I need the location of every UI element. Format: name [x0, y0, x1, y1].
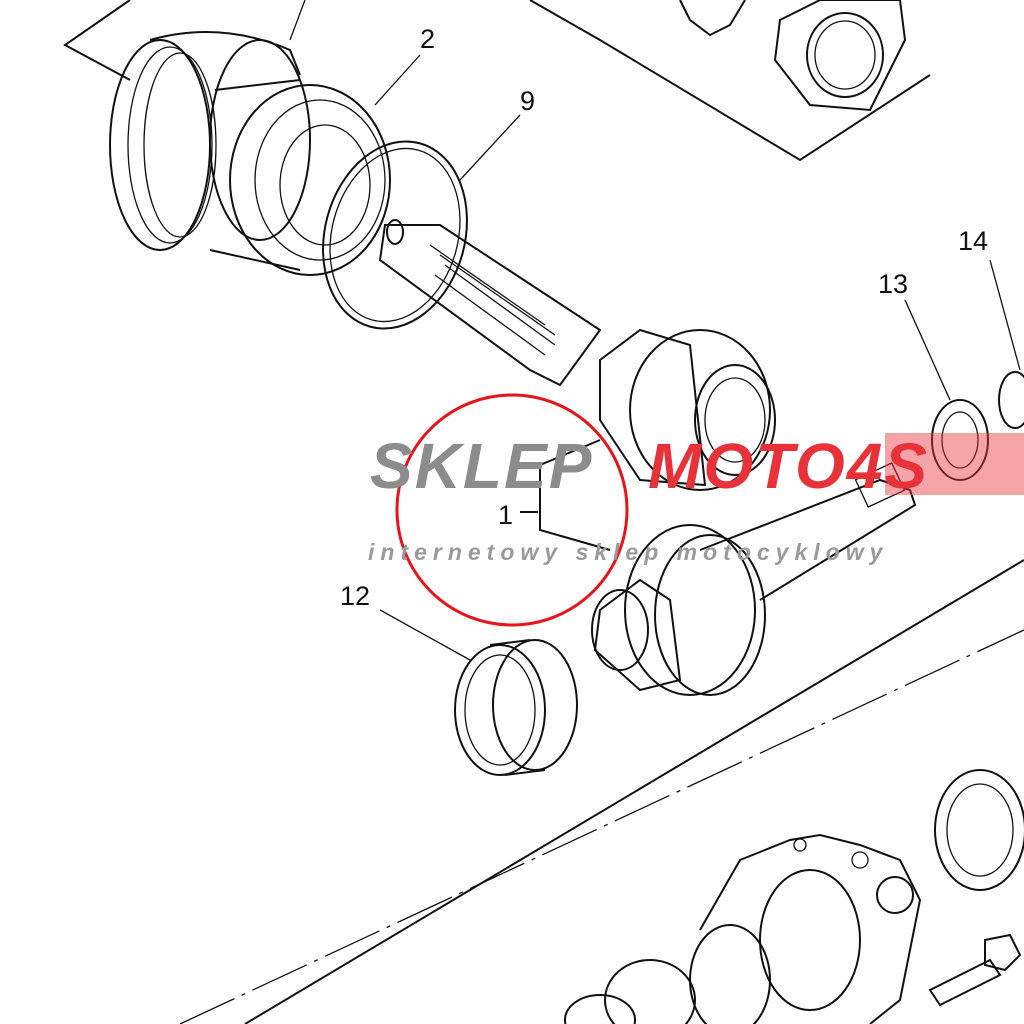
watermark-brand-moto4s: MOTO4S: [648, 430, 929, 502]
part-1-bracket: [520, 439, 611, 551]
pinion-gear: [599, 328, 776, 491]
callout-1: 1: [498, 500, 513, 530]
callout-2: 2: [420, 24, 435, 54]
watermark-red-box: [885, 433, 1024, 495]
bearing-assembly-2: [109, 31, 391, 276]
callout-9: 9: [520, 86, 535, 116]
top-nut: [679, 0, 907, 112]
leader-lines: [289, 0, 1021, 661]
watermark-brand-sklep: SKLEP: [370, 430, 593, 502]
watermark: SKLEP MOTO4S internetowy sklep motocyklo…: [368, 430, 1024, 565]
part-14: [998, 371, 1024, 429]
needle-bearing-12: [454, 639, 578, 776]
callout-13: 13: [878, 269, 908, 299]
drive-shaft: [378, 219, 602, 387]
watermark-tagline: internetowy sklep motocyklowy: [368, 539, 888, 565]
upper-assembly-frame: [63, 0, 931, 162]
callout-14: 14: [958, 226, 988, 256]
callout-12: 12: [340, 581, 370, 611]
highlight-circle: [395, 393, 629, 627]
collar-13: [931, 399, 989, 481]
lower-assembly-frame: [179, 559, 1024, 1024]
lower-housing: [564, 769, 1024, 1024]
gear-shaft: [591, 462, 917, 696]
circlip-9: [322, 140, 468, 330]
